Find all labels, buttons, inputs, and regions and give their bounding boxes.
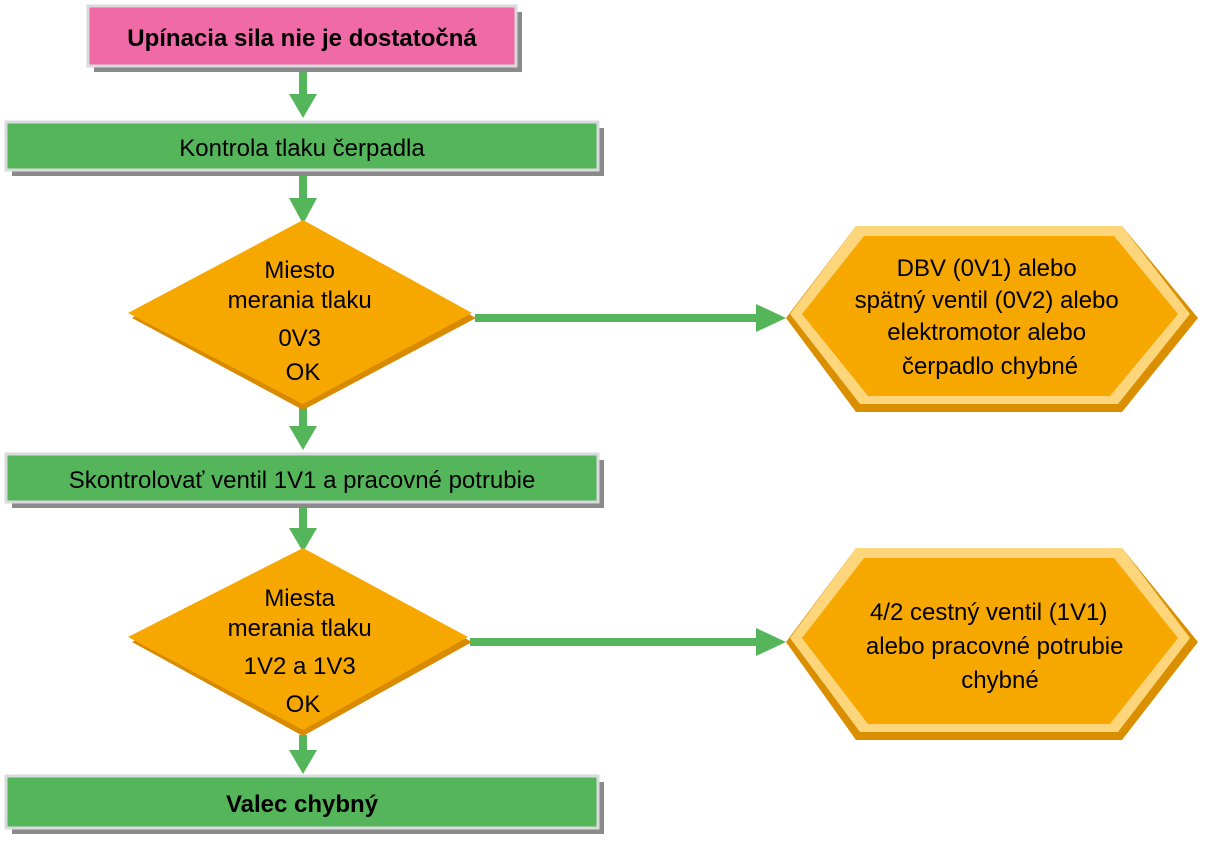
fault1-node: DBV (0V1) alebo spätný ventil (0V2) aleb… <box>786 226 1198 412</box>
arrow-start-to-check-pump <box>289 72 317 118</box>
fault2-line-2: alebo pracovné potrubie <box>866 633 1124 660</box>
connectors <box>289 72 786 774</box>
fault1-line-2: spätný ventil (0V2) alebo <box>855 287 1119 314</box>
decision1-node: Miesto merania tlaku 0V3 OK <box>128 220 476 410</box>
decision2-node: Miesta merania tlaku 1V2 a 1V3 OK <box>128 548 472 736</box>
fault1-text: DBV (0V1) alebo spätný ventil (0V2) aleb… <box>855 255 1126 380</box>
arrow-check-valve-to-decision2 <box>289 508 317 552</box>
end-node-label: Valec chybný <box>226 791 379 818</box>
start-node: Upínacia sila nie je dostatočná <box>86 4 522 72</box>
fault1-line-3: elektromotor alebo <box>887 319 1086 346</box>
decision2-line-1: Miesta <box>264 585 335 612</box>
decision2-line-2: merania tlaku <box>228 615 372 642</box>
check-pump-label: Kontrola tlaku čerpadla <box>179 135 425 162</box>
decision1-line-2: merania tlaku <box>228 287 372 314</box>
arrow-check-pump-to-decision1 <box>289 174 317 224</box>
fault2-node: 4/2 cestný ventil (1V1) alebo pracovné p… <box>786 548 1198 740</box>
arrow-decision1-to-fault1 <box>475 304 786 332</box>
arrow-decision1-to-check-valve <box>289 405 317 450</box>
fault1-line-1: DBV (0V1) alebo <box>897 255 1077 282</box>
decision1-line-3: 0V3 <box>278 325 321 352</box>
fault2-line-1: 4/2 cestný ventil (1V1) <box>870 599 1107 626</box>
end-node: Valec chybný <box>4 774 604 834</box>
decision1-line-1: Miesto <box>264 257 335 284</box>
check-valve-label: Skontrolovať ventil 1V1 a pracovné potru… <box>69 467 536 494</box>
arrow-decision2-to-fault2 <box>470 628 786 656</box>
start-node-label: Upínacia sila nie je dostatočná <box>127 25 477 52</box>
decision1-line-4: OK <box>286 359 321 386</box>
check-valve-node: Skontrolovať ventil 1V1 a pracovné potru… <box>4 452 604 508</box>
decision1-text: Miesto merania tlaku 0V3 OK <box>228 257 379 386</box>
fault1-line-4: čerpadlo chybné <box>902 353 1078 380</box>
fault2-line-3: chybné <box>961 667 1038 694</box>
arrow-decision2-to-end <box>289 735 317 774</box>
decision2-text: Miesta merania tlaku 1V2 a 1V3 OK <box>228 585 379 718</box>
decision2-line-3: 1V2 a 1V3 <box>244 653 356 680</box>
decision2-line-4: OK <box>286 691 321 718</box>
fault2-text: 4/2 cestný ventil (1V1) alebo pracovné p… <box>866 599 1130 694</box>
check-pump-node: Kontrola tlaku čerpadla <box>4 120 604 176</box>
